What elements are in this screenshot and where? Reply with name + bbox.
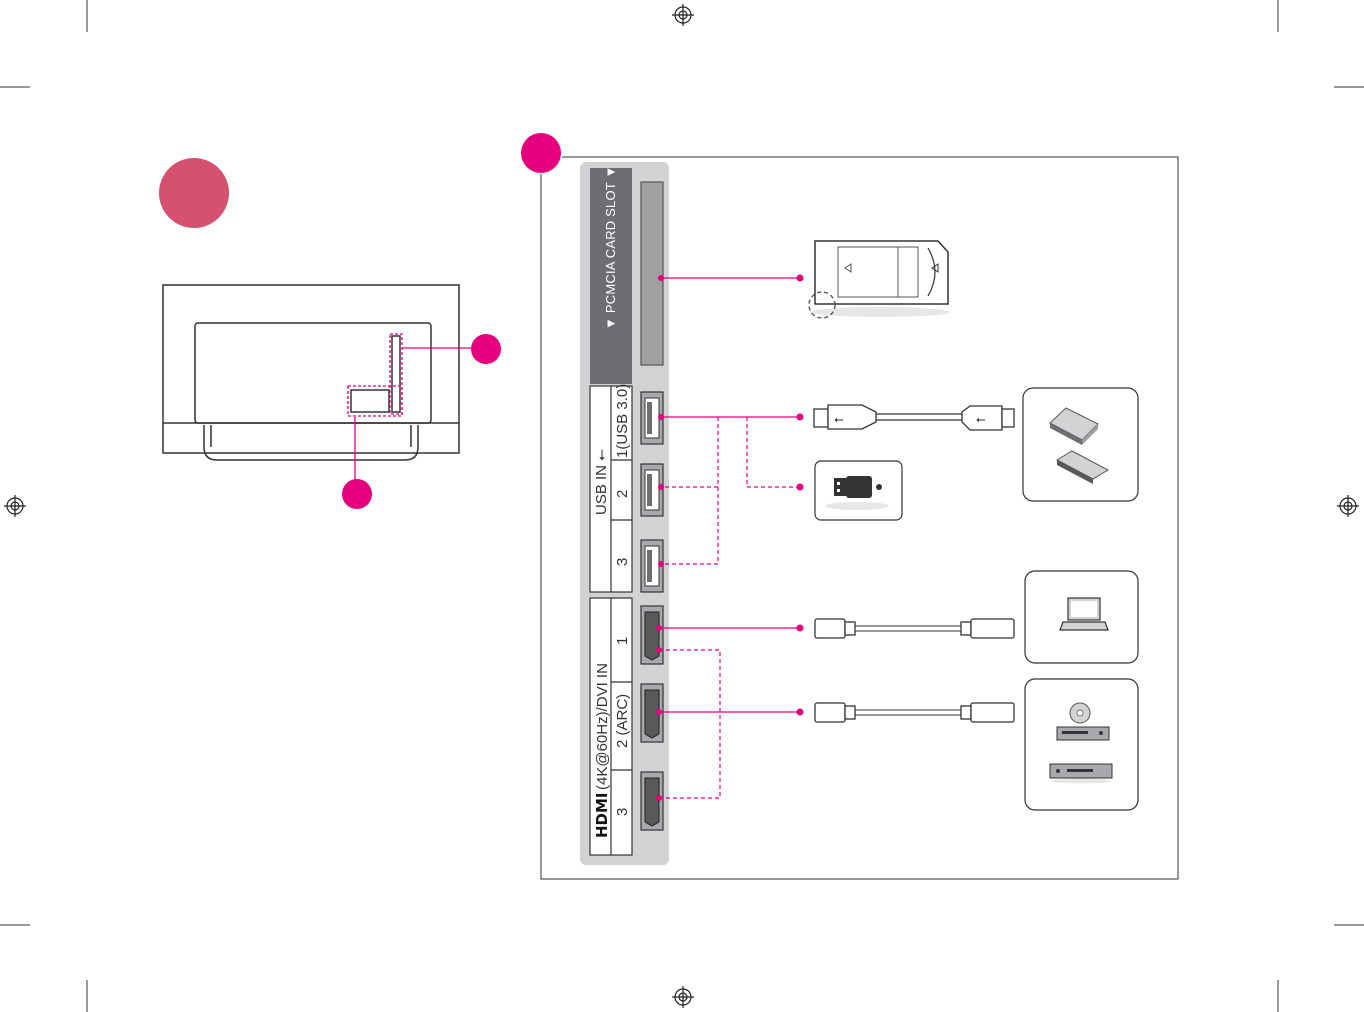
hdmi-port-2[interactable] <box>640 683 664 743</box>
set-top-box-icon <box>1049 763 1113 784</box>
usb-port-1-label: 1(USB 3.0) <box>614 384 631 458</box>
hdmi-port-2-label: 2 (ARC) <box>614 694 631 748</box>
tv-back-illustration <box>162 284 460 461</box>
usb-port-1[interactable] <box>640 391 664 445</box>
svg-text:⭠: ⭠ <box>834 412 844 426</box>
section-badge <box>521 133 561 173</box>
callout-badge-side <box>471 334 501 364</box>
laptop-icon <box>1024 570 1139 664</box>
svg-text:⭠: ⭠ <box>976 412 986 426</box>
hdmi-cable-icon <box>814 618 1015 639</box>
callout-badge-rear <box>342 479 372 509</box>
connection-lines <box>659 277 800 713</box>
rear-ports-highlight <box>347 385 403 417</box>
pcmcia-label: ▼ PCMCIA CARD SLOT ▼ <box>603 165 618 330</box>
hdmi-port-1-label: 1 <box>614 637 631 645</box>
hdmi-group-label: (4K@60Hz)/DVI IN <box>594 663 611 790</box>
av-devices-box <box>1024 678 1139 811</box>
diagram-frame <box>540 156 1179 880</box>
registration-mark-icon <box>672 4 694 26</box>
registration-mark-icon <box>1337 495 1359 517</box>
usb-cable-icon: ⭠ ⭠ <box>813 404 1015 431</box>
usb-port-2-label: 2 <box>614 490 631 498</box>
usb-label-block <box>589 385 633 593</box>
dvd-player-icon <box>1056 702 1110 741</box>
registration-mark-icon <box>4 495 26 517</box>
pcmcia-label-bar <box>590 168 632 384</box>
usb-group-label: USB IN ⭠ <box>593 449 610 515</box>
hdmi-port-1[interactable] <box>640 605 664 665</box>
registration-mark-icon <box>672 986 694 1008</box>
hdmi-port-3[interactable] <box>640 771 664 831</box>
pcmcia-slot <box>640 181 664 366</box>
step-badge <box>159 158 229 228</box>
alt-connection-lines <box>659 417 800 799</box>
hdmi-port-3-label: 3 <box>614 808 631 816</box>
usb-flash-drive-icon <box>814 460 903 521</box>
usb-port-2[interactable] <box>640 463 664 517</box>
side-ports-highlight <box>389 333 403 415</box>
hdmi-label-block <box>589 597 633 856</box>
external-hdd-icon <box>1022 387 1139 502</box>
ci-module-card-icon <box>808 240 950 319</box>
usb-port-3-label: 3 <box>614 558 631 566</box>
hdmi-cable-icon <box>814 702 1015 723</box>
connection-dots <box>656 274 804 801</box>
hdmi-logo: HDMI <box>593 792 611 838</box>
